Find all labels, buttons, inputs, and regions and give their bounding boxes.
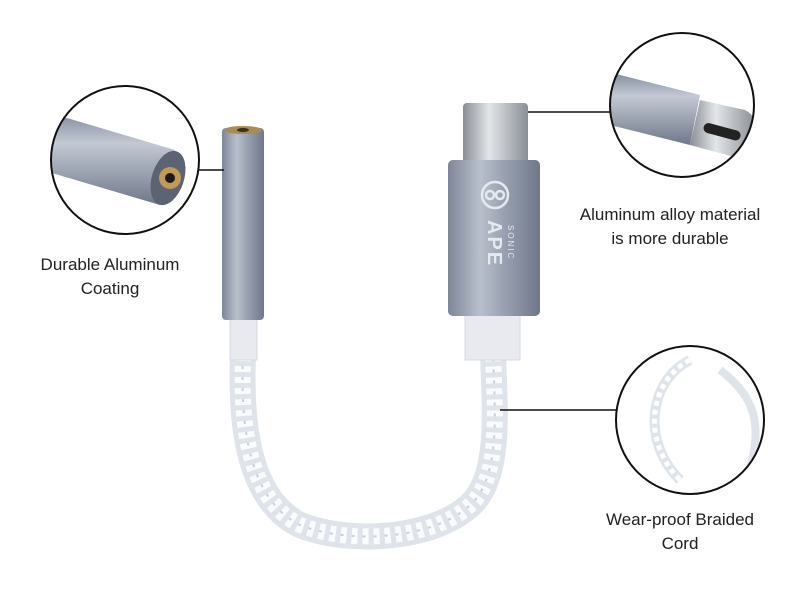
callout-line-2: is more durable [611,229,729,248]
closeup-jack-circle [50,85,200,235]
callout-label-braided-cord: Wear-proof Braided Cord [580,508,780,556]
callout-line-2: Coating [80,279,140,298]
audio-jack-connector [222,126,264,361]
svg-text:SONIC: SONIC [506,225,515,260]
callout-label-aluminum-coating: Durable Aluminum Coating [10,253,210,301]
svg-text:APE: APE [483,220,505,267]
usb-c-connector: APE SONIC [448,103,540,361]
closeup-usb-c-circle [609,32,755,178]
callout-line-1: Wear-proof Braided [605,510,755,529]
callout-line-1: Aluminum alloy material [579,205,761,224]
braided-cable [229,342,508,550]
callout-line-1: Durable Aluminum [40,255,180,274]
callout-line-2: Cord [661,534,699,553]
callout-label-alloy: Aluminum alloy material is more durable [555,203,785,251]
closeup-cord-circle [615,345,765,495]
ape-sonic-logo: APE SONIC [480,180,515,267]
